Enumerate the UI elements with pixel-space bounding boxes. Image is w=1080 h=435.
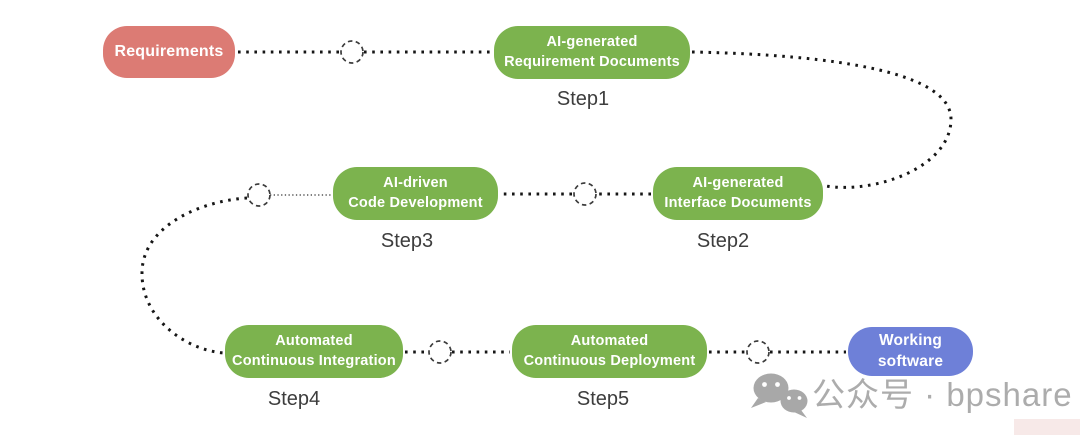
node-working-software: Working software	[848, 327, 973, 376]
step1-label: Step1	[556, 88, 610, 110]
node-step5: Automated Continuous Deployment	[512, 325, 707, 378]
node-step1-line2: Requirement Documents	[504, 53, 680, 70]
dashed-circle-2	[573, 182, 597, 206]
dashed-circle-5	[746, 340, 770, 364]
wechat-icon-spacer	[748, 366, 806, 422]
pink-smudge	[1014, 419, 1080, 435]
step4-label: Step4	[267, 388, 321, 410]
watermark: 公众号 · bpshare	[748, 366, 1080, 422]
node-step2: AI-generated Interface Documents	[653, 167, 823, 220]
node-step2-line1: AI-generated	[692, 175, 784, 192]
node-working-line1: Working	[878, 332, 943, 350]
node-step1: AI-generated Requirement Documents	[494, 26, 690, 79]
node-step5-line1: Automated	[570, 333, 649, 350]
node-step5-line2: Continuous Deployment	[523, 352, 696, 369]
node-step4: Automated Continuous Integration	[225, 325, 403, 378]
step5-label: Step5	[576, 388, 630, 410]
dashed-circle-1	[340, 40, 364, 64]
dashed-circle-4	[428, 340, 452, 364]
step2-label: Step2	[696, 230, 750, 252]
connector-circle3-to-step4-curve	[140, 196, 248, 355]
wechat-icon	[751, 373, 808, 418]
node-requirements-label: Requirements	[114, 43, 224, 61]
step3-label: Step3	[380, 230, 434, 252]
node-requirements: Requirements	[103, 26, 235, 78]
node-step1-line1: AI-generated	[546, 34, 638, 51]
node-step3-line1: AI-driven	[383, 175, 448, 192]
node-step4-line2: Continuous Integration	[232, 352, 396, 369]
node-step3: AI-driven Code Development	[333, 167, 498, 220]
node-step2-line2: Interface Documents	[664, 194, 812, 211]
node-working-line2: software	[877, 352, 944, 370]
dashed-circle-3	[247, 183, 271, 207]
node-step4-line1: Automated	[275, 333, 353, 350]
watermark-text: 公众号 · bpshare	[812, 375, 1073, 413]
node-step3-line2: Code Development	[348, 194, 483, 211]
